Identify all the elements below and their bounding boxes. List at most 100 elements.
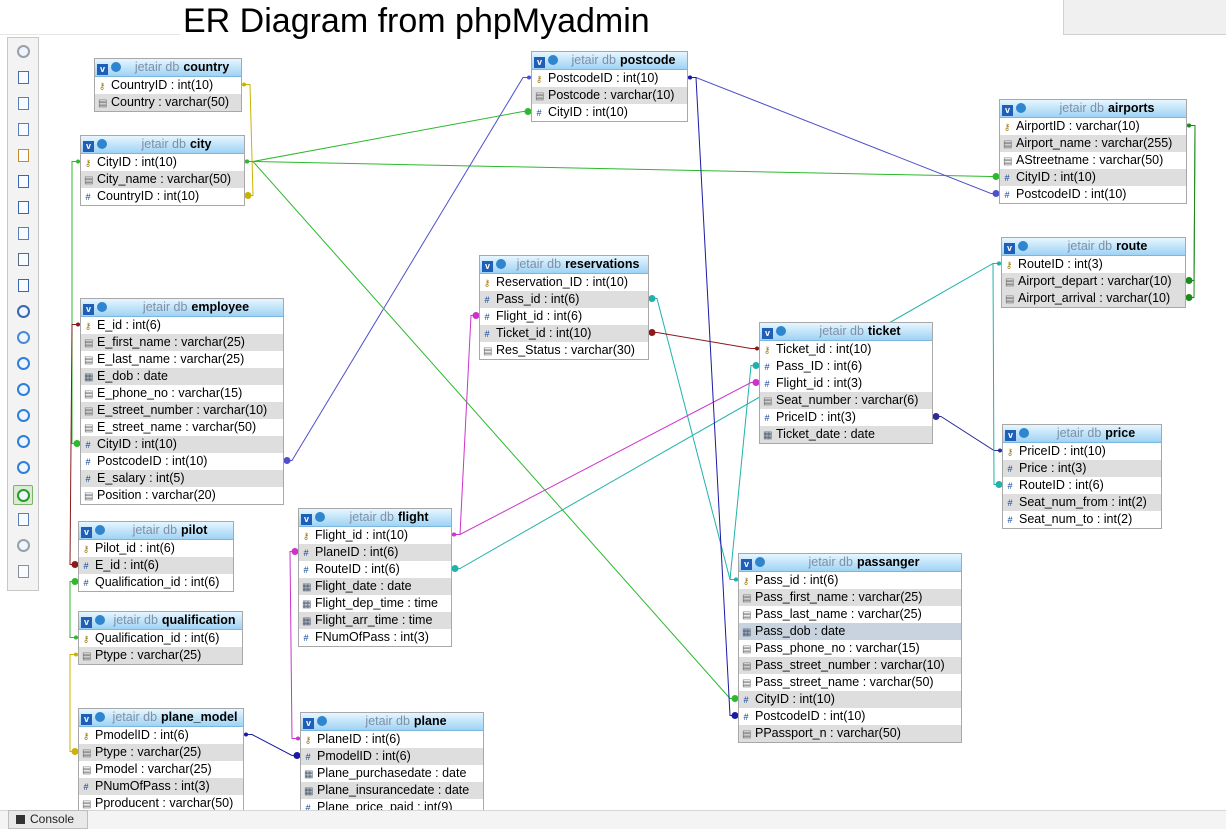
column-row[interactable]: #Seat_num_from : int(2) <box>1003 494 1161 511</box>
column-row[interactable]: ⚷CountryID : int(10) <box>95 77 241 94</box>
collapse-toggle-icon[interactable]: v <box>81 714 92 725</box>
column-row[interactable]: ⚷CityID : int(10) <box>81 154 244 171</box>
column-row[interactable]: #Pass_ID : int(6) <box>760 358 932 375</box>
column-row[interactable]: ▤Pmodel : varchar(25) <box>79 761 243 778</box>
column-row[interactable]: ▤Airport_arrival : varchar(10) <box>1002 290 1185 307</box>
column-row[interactable]: #Flight_id : int(6) <box>480 308 648 325</box>
column-row[interactable]: #Price : int(3) <box>1003 460 1161 477</box>
column-row[interactable]: ▦Flight_date : date <box>299 578 451 595</box>
pin-text-icon[interactable] <box>15 537 31 553</box>
column-row[interactable]: ▤Pass_last_name : varchar(25) <box>739 606 961 623</box>
fullscreen-icon[interactable] <box>15 69 31 85</box>
new-page-icon[interactable] <box>15 121 31 137</box>
gear-icon[interactable] <box>111 62 121 72</box>
toggle-icon[interactable] <box>15 43 31 59</box>
column-row[interactable]: ⚷PmodelID : int(6) <box>79 727 243 744</box>
column-row[interactable]: #PostcodeID : int(10) <box>739 708 961 725</box>
column-row[interactable]: ▤Position : varchar(20) <box>81 487 283 504</box>
collapse-toggle-icon[interactable]: v <box>482 261 493 272</box>
relation-line[interactable] <box>71 161 80 444</box>
gear-icon[interactable] <box>755 557 765 567</box>
collapse-toggle-icon[interactable]: v <box>97 64 108 75</box>
gear-icon[interactable] <box>317 716 327 726</box>
gear-icon[interactable] <box>95 525 105 535</box>
anchor-icon[interactable] <box>15 563 31 579</box>
column-row[interactable]: ▦Ticket_date : date <box>760 426 932 443</box>
small-big-icon[interactable] <box>15 381 31 397</box>
move-menu-icon[interactable] <box>13 485 33 505</box>
column-row[interactable]: #CityID : int(10) <box>532 104 687 121</box>
column-row[interactable]: ▤Ptype : varchar(25) <box>79 647 242 664</box>
column-row[interactable]: #Pass_id : int(6) <box>480 291 648 308</box>
column-row[interactable]: ▤E_last_name : varchar(25) <box>81 351 283 368</box>
toggle-all-icon[interactable] <box>15 407 31 423</box>
console-toggle-button[interactable]: Console <box>8 810 88 829</box>
column-row[interactable]: ▤E_first_name : varchar(25) <box>81 334 283 351</box>
column-row[interactable]: ▤Pass_phone_no : varchar(15) <box>739 640 961 657</box>
toggle-relations-icon[interactable] <box>15 433 31 449</box>
column-row[interactable]: #PostcodeID : int(10) <box>1000 186 1186 203</box>
column-row[interactable]: #RouteID : int(6) <box>1003 477 1161 494</box>
column-row[interactable]: ▤Pass_street_name : varchar(50) <box>739 674 961 691</box>
gear-icon[interactable] <box>95 712 105 722</box>
gear-icon[interactable] <box>496 259 506 269</box>
column-row[interactable]: #E_id : int(6) <box>79 557 233 574</box>
column-row[interactable]: ▤Pass_street_number : varchar(10) <box>739 657 961 674</box>
collapse-toggle-icon[interactable]: v <box>1005 430 1016 441</box>
save-icon[interactable] <box>15 173 31 189</box>
snap-to-grid-icon[interactable] <box>15 329 31 345</box>
collapse-toggle-icon[interactable]: v <box>303 718 314 729</box>
column-row[interactable]: ▦Flight_dep_time : time <box>299 595 451 612</box>
column-row[interactable]: ▤PPassport_n : varchar(50) <box>739 725 961 742</box>
column-row[interactable]: #PNumOfPass : int(3) <box>79 778 243 795</box>
column-row[interactable]: #PostcodeID : int(10) <box>81 453 283 470</box>
column-row[interactable]: ⚷PlaneID : int(6) <box>301 731 483 748</box>
column-row[interactable]: ⚷Flight_id : int(10) <box>299 527 451 544</box>
column-row[interactable]: ⚷Pilot_id : int(6) <box>79 540 233 557</box>
column-row[interactable]: ⚷Qualification_id : int(6) <box>79 630 242 647</box>
relation-icon[interactable] <box>15 277 31 293</box>
column-row[interactable]: #Qualification_id : int(6) <box>79 574 233 591</box>
relation-line[interactable] <box>245 161 999 177</box>
help-icon[interactable] <box>15 355 31 371</box>
column-row[interactable]: ⚷E_id : int(6) <box>81 317 283 334</box>
relation-line[interactable] <box>69 654 78 752</box>
column-row[interactable]: ▤Country : varchar(50) <box>95 94 241 111</box>
relation-line[interactable] <box>649 332 759 349</box>
collapse-toggle-icon[interactable]: v <box>762 328 773 339</box>
relation-line[interactable] <box>452 382 759 535</box>
column-row[interactable]: #PriceID : int(3) <box>760 409 932 426</box>
column-row[interactable]: #FNumOfPass : int(3) <box>299 629 451 646</box>
column-row[interactable]: ▤E_street_name : varchar(50) <box>81 419 283 436</box>
gear-icon[interactable] <box>95 615 105 625</box>
build-query-icon[interactable] <box>15 459 31 475</box>
column-row[interactable]: ▤AStreetname : varchar(50) <box>1000 152 1186 169</box>
relation-line[interactable] <box>688 77 738 716</box>
delete-page-icon[interactable] <box>15 225 31 241</box>
column-row[interactable]: ▤Postcode : varchar(10) <box>532 87 687 104</box>
collapse-toggle-icon[interactable]: v <box>534 57 545 68</box>
gear-icon[interactable] <box>776 326 786 336</box>
export-icon[interactable] <box>15 511 31 527</box>
collapse-toggle-icon[interactable]: v <box>1004 243 1015 254</box>
column-row[interactable]: ▤Airport_depart : varchar(10) <box>1002 273 1185 290</box>
relation-line[interactable] <box>1186 125 1196 298</box>
column-row[interactable]: #Ticket_id : int(10) <box>480 325 648 342</box>
